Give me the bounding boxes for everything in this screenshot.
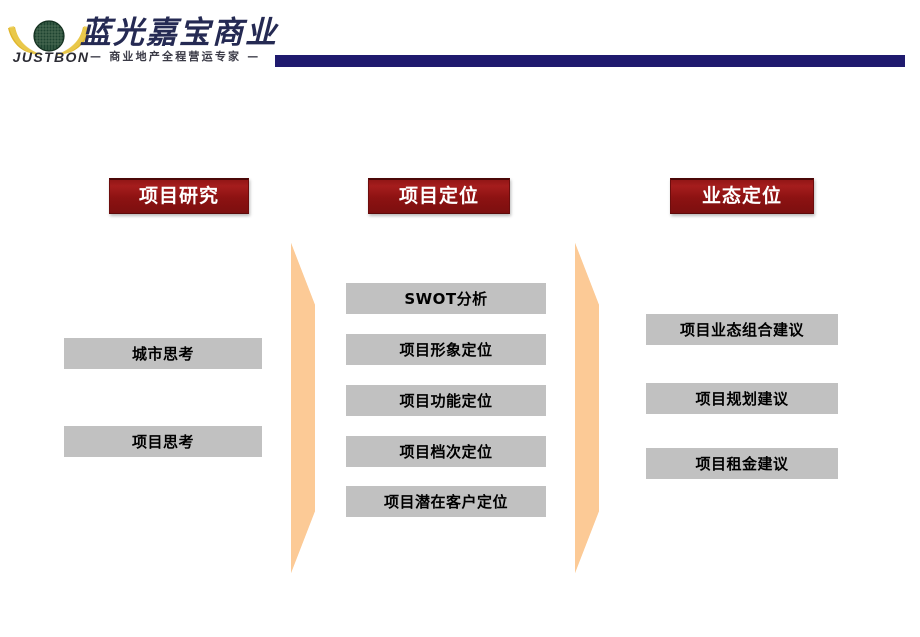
- list-item-label: 城市思考: [131, 344, 194, 363]
- list-item-label: 项目潜在客户定位: [383, 492, 508, 511]
- logo-wordmark: JUSTBON: [12, 49, 90, 65]
- list-item-label: 项目档次定位: [399, 442, 493, 461]
- column-header-format-positioning-label: 业态定位: [701, 185, 782, 207]
- column-header-research-label: 项目研究: [138, 185, 219, 207]
- justbon-globe-logo-icon: [6, 16, 92, 58]
- list-item[interactable]: 项目形象定位: [346, 334, 546, 365]
- list-item-label: 项目思考: [131, 432, 194, 451]
- flow-arrow-positioning-to-format-icon: [567, 243, 607, 573]
- header-navy-rule: [275, 55, 905, 67]
- list-item[interactable]: 城市思考: [64, 338, 262, 369]
- column-header-format-positioning[interactable]: 业态定位: [670, 178, 814, 214]
- list-item-label: 项目功能定位: [399, 391, 493, 410]
- list-item-label: 项目规划建议: [695, 389, 789, 408]
- flow-arrow-research-to-positioning-icon: [283, 243, 323, 573]
- slide-header: JUSTBON 蓝光嘉宝商业 — 商业地产全程营运专家 —: [0, 0, 920, 78]
- list-item[interactable]: 项目业态组合建议: [646, 314, 838, 345]
- list-item[interactable]: 项目租金建议: [646, 448, 838, 479]
- logo-company-name: 蓝光嘉宝商业: [80, 15, 278, 51]
- list-item[interactable]: 项目功能定位: [346, 385, 546, 416]
- list-item[interactable]: 项目思考: [64, 426, 262, 457]
- column-header-research[interactable]: 项目研究: [109, 178, 249, 214]
- column-header-positioning-label: 项目定位: [398, 185, 479, 207]
- list-item[interactable]: SWOT分析: [346, 283, 546, 314]
- list-item-label: SWOT分析: [404, 289, 488, 308]
- list-item-label: 项目业态组合建议: [679, 320, 804, 339]
- column-header-positioning[interactable]: 项目定位: [368, 178, 510, 214]
- list-item[interactable]: 项目档次定位: [346, 436, 546, 467]
- list-item-label: 项目租金建议: [695, 454, 789, 473]
- list-item[interactable]: 项目潜在客户定位: [346, 486, 546, 517]
- logo-tagline: — 商业地产全程营运专家 —: [90, 50, 261, 63]
- list-item-label: 项目形象定位: [399, 340, 493, 359]
- list-item[interactable]: 项目规划建议: [646, 383, 838, 414]
